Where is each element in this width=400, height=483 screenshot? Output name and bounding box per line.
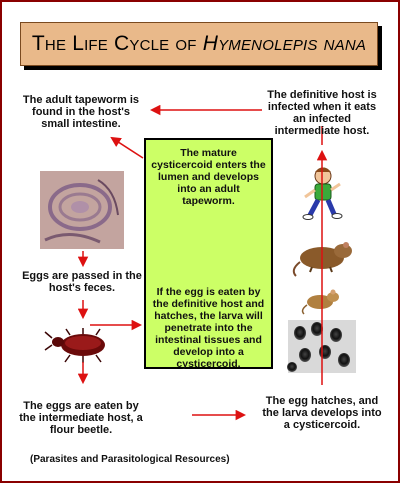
boy-image bbox=[302, 167, 343, 220]
rat-image bbox=[292, 242, 352, 277]
egg-eaten-definitive-text: If the egg is eaten by the definitive ho… bbox=[152, 286, 265, 370]
credit-text: (Parasites and Parasitological Resources… bbox=[30, 454, 230, 465]
tapeworm-section-image bbox=[40, 171, 124, 249]
title-species: Hymenolepis nana bbox=[202, 32, 367, 55]
title-box: The Life Cycle of Hymenolepis nana bbox=[20, 22, 378, 66]
egg-hatches-text: The egg hatches, and the larva develops … bbox=[262, 395, 382, 431]
definitive-host-text: The definitive host is infected when it … bbox=[267, 89, 377, 137]
arrow-cysticercoid-to-adult bbox=[110, 136, 144, 159]
cycle-arrows bbox=[77, 104, 328, 421]
title-prefix: The Life Cycle of bbox=[31, 32, 203, 55]
mouse-image bbox=[301, 289, 339, 315]
diagram-title: The Life Cycle of Hymenolepis nana bbox=[32, 32, 366, 56]
mature-cysticercoid-text: The mature cysticercoid enters the lumen… bbox=[151, 147, 266, 207]
adult-tapeworm-text: The adult tapeworm is found in the host'… bbox=[22, 94, 140, 130]
eggs-eaten-intermediate-text: The eggs are eaten by the intermediate h… bbox=[19, 400, 143, 436]
eggs-passed-text: Eggs are passed in the host's feces. bbox=[22, 270, 142, 294]
green-box: The mature cysticercoid enters the lumen… bbox=[144, 138, 273, 370]
beetle-image bbox=[44, 328, 105, 363]
